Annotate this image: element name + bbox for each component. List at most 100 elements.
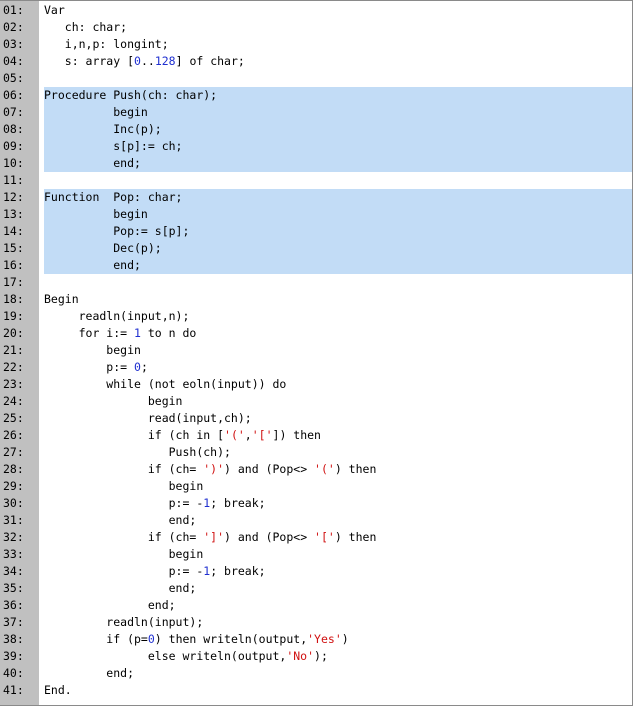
code-text: Function Pop: char; [44, 189, 632, 206]
number-literal: 0 [134, 360, 141, 374]
string-literal: '[' [314, 530, 335, 544]
code-token: if (ch= [44, 462, 204, 476]
line-number: 14: [3, 224, 24, 238]
code-token: end; [44, 513, 197, 527]
code-line: 11: [0, 172, 632, 189]
code-line: 02: ch: char; [0, 19, 632, 36]
code-line: 34: p:= -1; break; [0, 563, 632, 580]
code-line: 10: end; [0, 155, 632, 172]
code-token: ; [140, 360, 148, 374]
string-literal: ')' [203, 462, 225, 476]
code-text: begin [44, 104, 632, 121]
code-token: Push(ch); [44, 445, 231, 459]
code-token: ; break; [210, 496, 266, 510]
code-line: 25: read(input,ch); [0, 410, 632, 427]
line-number: 36: [3, 598, 24, 612]
line-number: 18: [3, 292, 24, 306]
code-text: end; [44, 665, 632, 682]
code-token: Var [44, 3, 65, 17]
code-token: End. [44, 683, 72, 697]
line-number-gutter [0, 1, 39, 705]
string-literal: '[' [251, 428, 273, 442]
code-token: ] of char; [175, 54, 245, 68]
code-line: 29: begin [0, 478, 632, 495]
string-literal: 'No' [286, 649, 315, 663]
code-line: 15: Dec(p); [0, 240, 632, 257]
code-text: begin [44, 342, 632, 359]
code-line: 38: if (p=0) then writeln(output,'Yes') [0, 631, 632, 648]
code-line: 06:Procedure Push(ch: char); [0, 87, 632, 104]
code-text: ch: char; [44, 19, 632, 36]
line-number: 26: [3, 428, 24, 442]
line-number: 09: [3, 139, 24, 153]
code-text: s: array [0..128] of char; [44, 53, 632, 70]
code-text: begin [44, 478, 632, 495]
code-text: end; [44, 580, 632, 597]
line-number: 20: [3, 326, 24, 340]
code-line: 13: begin [0, 206, 632, 223]
code-token: else writeln(output, [44, 649, 287, 663]
code-line: 24: begin [0, 393, 632, 410]
code-text: i,n,p: longint; [44, 36, 632, 53]
code-line: 35: end; [0, 580, 632, 597]
line-number: 24: [3, 394, 24, 408]
line-number: 28: [3, 462, 24, 476]
code-token: .. [140, 54, 155, 68]
line-number: 27: [3, 445, 24, 459]
code-line: 04: s: array [0..128] of char; [0, 53, 632, 70]
code-text: read(input,ch); [44, 410, 632, 427]
number-literal: 0 [147, 632, 155, 646]
line-number: 40: [3, 666, 24, 680]
number-literal: 128 [154, 54, 176, 68]
code-token: Pop:= s[p]; [44, 224, 190, 238]
code-token: begin [44, 207, 148, 221]
code-text: end; [44, 155, 632, 172]
code-line: 16: end; [0, 257, 632, 274]
code-text: if (ch= ')') and (Pop<> '(') then [44, 461, 632, 478]
code-line: 32: if (ch= ']') and (Pop<> '[') then [0, 529, 632, 546]
line-number: 35: [3, 581, 24, 595]
code-token: s[p]:= ch; [44, 139, 183, 153]
code-line: 14: Pop:= s[p]; [0, 223, 632, 240]
line-number: 29: [3, 479, 24, 493]
code-line: 20: for i:= 1 to n do [0, 325, 632, 342]
code-line: 27: Push(ch); [0, 444, 632, 461]
code-line: 23: while (not eoln(input)) do [0, 376, 632, 393]
code-token: ) and (Pop<> [224, 462, 315, 476]
code-line: 30: p:= -1; break; [0, 495, 632, 512]
code-token: readln(input); [44, 615, 204, 629]
line-number: 34: [3, 564, 24, 578]
line-number: 19: [3, 309, 24, 323]
code-token: Function Pop: char; [44, 190, 183, 204]
line-number: 39: [3, 649, 24, 663]
code-token: ch: char; [44, 20, 128, 34]
line-number: 41: [3, 683, 24, 697]
code-line: 37: readln(input); [0, 614, 632, 631]
code-token: end; [44, 666, 135, 680]
code-text: Dec(p); [44, 240, 632, 257]
code-text [44, 274, 632, 291]
code-token: ) then writeln(output, [154, 632, 308, 646]
code-token: ) then [334, 530, 377, 544]
string-literal: '(' [314, 462, 335, 476]
code-text: begin [44, 206, 632, 223]
line-number: 03: [3, 37, 24, 51]
code-line: 08: Inc(p); [0, 121, 632, 138]
code-token: while (not eoln(input)) do [44, 377, 287, 391]
code-token: if (ch= [44, 530, 204, 544]
number-literal: 0 [134, 54, 141, 68]
code-token: begin [44, 479, 204, 493]
code-line: 21: begin [0, 342, 632, 359]
code-token: begin [44, 394, 183, 408]
code-line: 36: end; [0, 597, 632, 614]
code-line: 17: [0, 274, 632, 291]
code-text: s[p]:= ch; [44, 138, 632, 155]
line-number: 22: [3, 360, 24, 374]
code-text: if (p=0) then writeln(output,'Yes') [44, 631, 632, 648]
code-text: while (not eoln(input)) do [44, 376, 632, 393]
code-token: p:= - [44, 496, 204, 510]
code-text: end; [44, 512, 632, 529]
code-token: ) [341, 632, 349, 646]
line-number: 06: [3, 88, 24, 102]
